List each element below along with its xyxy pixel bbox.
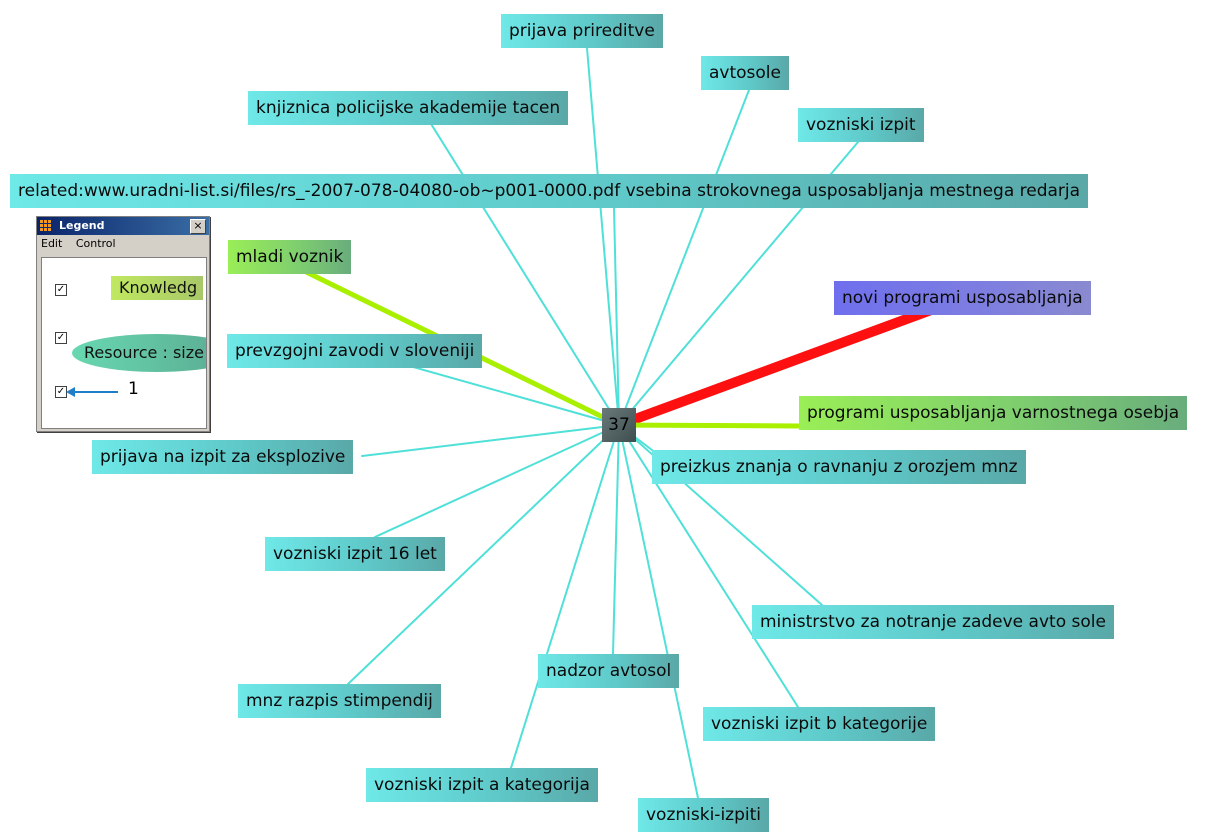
graph-node[interactable]: knjiznica policijske akademije tacen xyxy=(248,91,569,125)
legend-title: Legend xyxy=(59,219,105,232)
graph-node[interactable]: mladi voznik xyxy=(228,240,352,274)
resource-checkbox[interactable]: ✓ xyxy=(55,332,67,344)
graph-node[interactable]: vozniski izpit b kategorije xyxy=(703,707,936,741)
legend-window[interactable]: Legend × Edit Control ✓ Knowledg ✓ Resou… xyxy=(36,216,210,432)
graph-node[interactable]: vozniski izpit xyxy=(798,108,924,142)
legend-knowledge-swatch: Knowledg xyxy=(111,276,203,300)
app-logo-icon xyxy=(40,220,52,232)
graph-node[interactable]: prijava prireditve xyxy=(501,14,663,48)
graph-node[interactable]: ministrstvo za notranje zadeve avto sole xyxy=(752,605,1114,639)
graph-node[interactable]: preizkus znanja o ravnanju z orozjem mnz xyxy=(652,450,1026,484)
graph-edge xyxy=(612,424,623,655)
graph-edge xyxy=(347,424,620,685)
graph-edge xyxy=(361,422,620,457)
graph-edge xyxy=(616,424,699,799)
graph-node[interactable]: avtosole xyxy=(701,56,789,90)
legend-edge-weight: 1 xyxy=(128,379,139,399)
graph-edge xyxy=(616,422,802,429)
menu-control[interactable]: Control xyxy=(75,237,116,250)
graph-node[interactable]: prevzgojni zavodi v sloveniji xyxy=(227,334,483,368)
graph-node[interactable]: vozniski izpit 16 let xyxy=(265,537,445,571)
legend-resource-swatch: Resource : size xyxy=(72,334,206,372)
graph-node[interactable]: related:www.uradni-list.si/files/rs_-200… xyxy=(10,174,1089,208)
graph-edge xyxy=(618,89,750,426)
knowledge-checkbox[interactable]: ✓ xyxy=(55,284,67,296)
graph-edge xyxy=(614,291,974,430)
graph-node[interactable]: vozniski izpit a kategorija xyxy=(366,768,598,802)
graph-edge xyxy=(618,424,799,708)
legend-edge-arrow-icon xyxy=(66,387,118,397)
graph-edge xyxy=(586,47,623,426)
legend-body: ✓ Knowledg ✓ Resource : size ✓ 1 xyxy=(41,257,207,429)
graph-edge xyxy=(422,110,620,426)
graph-edge xyxy=(374,424,620,538)
close-icon[interactable]: × xyxy=(190,219,206,234)
graph-node[interactable]: prijava na izpit za eksplozive xyxy=(92,440,354,474)
graph-edge xyxy=(510,424,621,769)
graph-node[interactable]: programi usposabljanja varnostnega osebj… xyxy=(799,396,1188,430)
legend-menu-bar: Edit Control xyxy=(37,235,209,253)
menu-edit[interactable]: Edit xyxy=(41,237,63,250)
legend-title-bar[interactable]: Legend × xyxy=(37,217,209,235)
graph-node[interactable]: mnz razpis stimpendij xyxy=(238,684,441,718)
center-node[interactable]: 37 xyxy=(602,408,636,442)
graph-node[interactable]: novi programi usposabljanja xyxy=(834,281,1091,315)
graph-edge xyxy=(613,207,623,426)
graph-node[interactable]: vozniski-izpiti xyxy=(638,798,769,832)
graph-node[interactable]: nadzor avtosol xyxy=(538,654,680,688)
